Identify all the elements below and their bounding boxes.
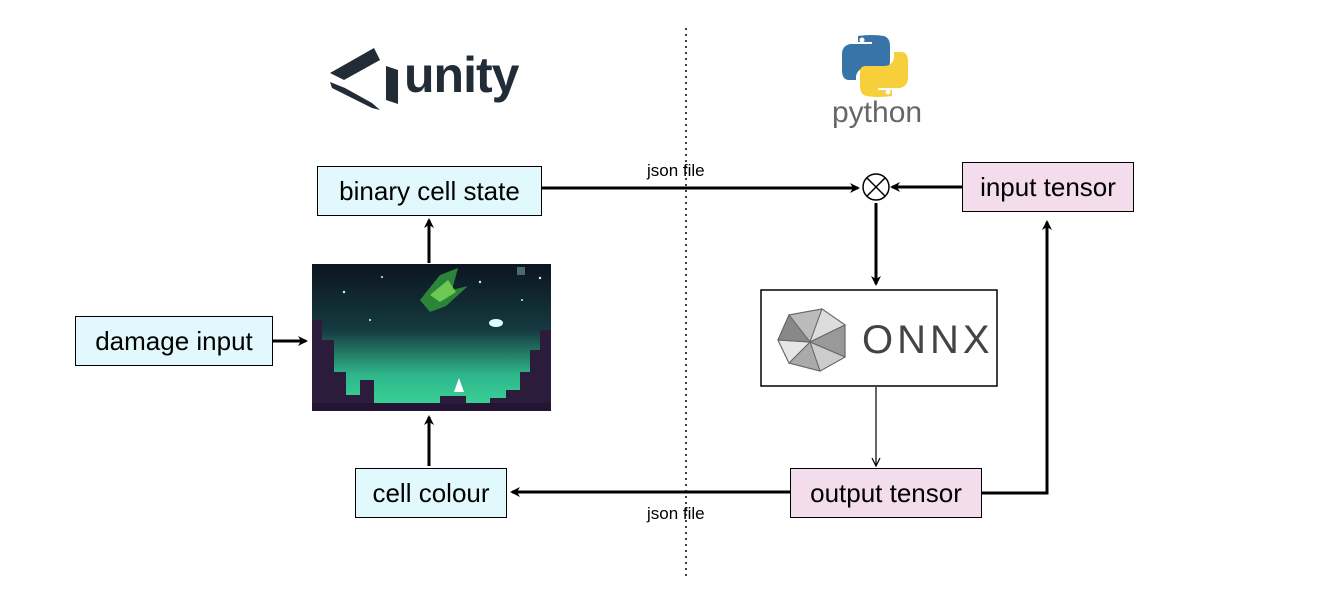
multiply-operator-icon bbox=[862, 173, 890, 201]
unity-wordmark: unity bbox=[404, 47, 519, 103]
top-json-label: json file bbox=[647, 161, 705, 180]
onnx-wordmark: ONNX bbox=[862, 318, 994, 362]
binary-cell-state-box: binary cell state bbox=[317, 166, 542, 216]
game-screenshot bbox=[312, 264, 551, 411]
bottom-json-label: json file bbox=[647, 504, 705, 523]
python-wordmark: python bbox=[832, 96, 923, 129]
onnx-logo-icon bbox=[777, 308, 847, 372]
input-tensor-box: input tensor bbox=[962, 162, 1134, 212]
unity-logo-icon bbox=[330, 48, 398, 110]
output-tensor-box: output tensor bbox=[790, 468, 982, 518]
damage-input-box: damage input bbox=[75, 316, 273, 366]
cell-colour-box: cell colour bbox=[355, 468, 507, 518]
arrow-output-to-input bbox=[982, 220, 1052, 495]
python-logo-icon bbox=[842, 35, 908, 97]
